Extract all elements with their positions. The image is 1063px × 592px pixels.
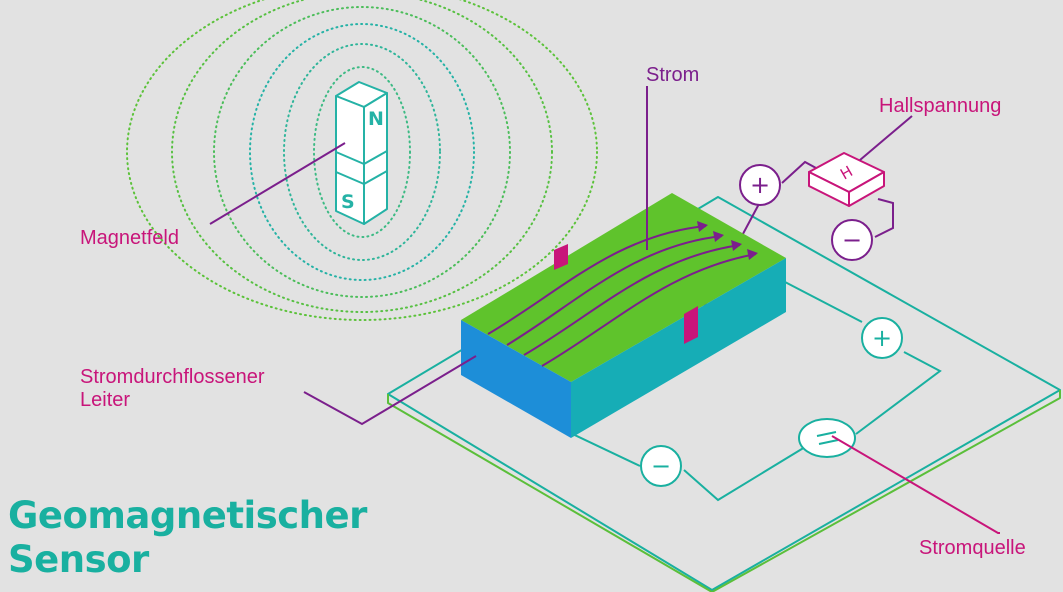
label-strom: Strom <box>646 64 700 86</box>
leader-lines <box>209 86 1000 534</box>
source-minus-sign: − <box>651 452 671 480</box>
hall-minus-terminal <box>831 219 873 261</box>
label-stromdurchflossener: Stromdurchflossener <box>80 366 265 388</box>
magnet-north-letter: N <box>368 108 384 130</box>
label-hallspannung: Hallspannung <box>879 95 1002 117</box>
source-plus-terminal <box>861 317 903 359</box>
hall-contact-back <box>554 244 568 270</box>
magnetic-field-lines <box>126 0 598 321</box>
hall-minus-sign: − <box>842 226 862 254</box>
hallspannung-leader <box>859 115 913 161</box>
source-plus-sign: + <box>872 324 892 352</box>
hall-plus-sign: + <box>750 171 770 199</box>
current-arrowheads <box>697 221 758 260</box>
bar-magnet <box>335 81 388 225</box>
label-magnetfeld: Magnetfeld <box>80 227 179 249</box>
label-stromquelle: Stromquelle <box>919 537 1026 559</box>
current-flow-arrows <box>487 225 757 367</box>
magnetfeld-leader <box>209 142 346 225</box>
current-source-plates <box>816 431 839 445</box>
hall-voltmeter <box>808 152 885 207</box>
leiter-leader <box>303 355 477 426</box>
page-title: Geomagnetischer Sensor <box>8 494 367 582</box>
hall-plus-terminal <box>739 164 781 206</box>
terminals <box>640 164 903 487</box>
title-line-1: Geomagnetischer <box>8 494 367 537</box>
source-minus-terminal <box>640 445 682 487</box>
circuit-wires <box>511 281 942 502</box>
stromquelle-leader <box>831 435 1000 534</box>
hall-contact-front <box>684 306 698 344</box>
title-line-2: Sensor <box>8 538 149 581</box>
current-source-symbol <box>798 418 856 458</box>
conductor-block <box>461 193 786 438</box>
magnet-south-letter: S <box>341 191 355 213</box>
label-leiter: Leiter <box>80 389 131 411</box>
